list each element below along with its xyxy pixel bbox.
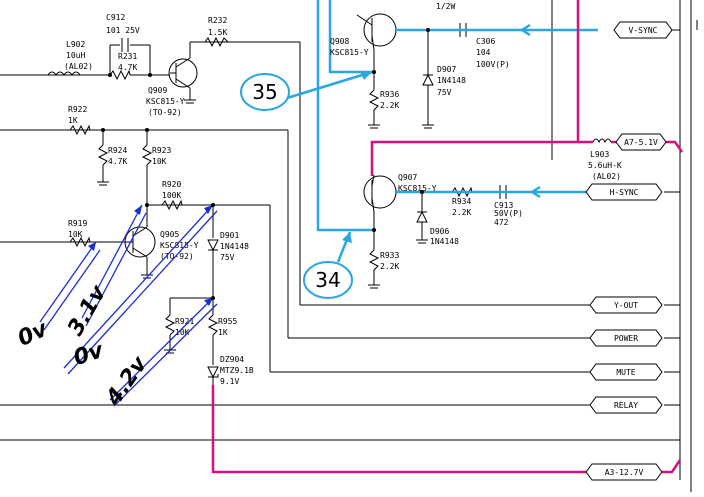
- label-r232: R232: [208, 16, 227, 25]
- annotation-4-2v: 4.2v: [101, 352, 153, 411]
- label-c912: C912: [106, 13, 125, 22]
- component-labels: C912 101 25V R232 1.5K L902 10uH (AL02) …: [64, 2, 622, 386]
- label-q905-type: KSC815-Y: [160, 241, 199, 250]
- svg-text:34: 34: [315, 268, 340, 292]
- label-r936-val: 2.2K: [380, 101, 399, 110]
- label-r920: R920: [162, 180, 181, 189]
- label-dz904: DZ904: [220, 355, 244, 364]
- label-r933: R933: [380, 251, 399, 260]
- label-r919-val: 10K: [68, 230, 83, 239]
- callout-35: 35: [240, 70, 373, 111]
- label-d907-rating: 75V: [437, 88, 452, 97]
- port-hsync: H-SYNC: [585, 183, 663, 201]
- label-c913: C913: [494, 201, 513, 210]
- svg-text:Y-OUT: Y-OUT: [614, 301, 638, 310]
- magenta-power-paths: [211, 0, 684, 474]
- label-d901-rating: 75V: [220, 253, 235, 262]
- label-l903-pkg: (AL02): [592, 172, 621, 181]
- junction-dots: [101, 28, 430, 300]
- label-r936: R936: [380, 90, 399, 99]
- label-d907-type: 1N4148: [437, 76, 466, 85]
- label-r934-val: 2.2K: [452, 208, 471, 217]
- svg-text:MUTE: MUTE: [616, 368, 635, 377]
- label-r920-val: 100K: [162, 191, 181, 200]
- label-c306-note: 1/2W: [436, 2, 455, 11]
- label-r921-val: 10K: [175, 328, 190, 337]
- label-q908: Q908: [330, 37, 349, 46]
- svg-text:V-SYNC: V-SYNC: [629, 26, 658, 35]
- port-vsync: V-SYNC: [613, 21, 673, 39]
- port-yout: Y-OUT: [589, 296, 663, 314]
- label-q905: Q905: [160, 230, 179, 239]
- label-r922-val: 1K: [68, 116, 78, 125]
- svg-text:A7-5.1V: A7-5.1V: [624, 138, 658, 147]
- label-d907: D907: [437, 65, 456, 74]
- label-r933-val: 2.2K: [380, 262, 399, 271]
- label-r924: R924: [108, 146, 127, 155]
- port-mute: MUTE: [589, 363, 663, 381]
- label-r921: R921: [175, 317, 194, 326]
- label-r232-val: 1.5K: [208, 28, 227, 37]
- voltage-annotations: 0v 3.1v 0v 4.2v: [14, 204, 218, 411]
- port-a3: A3-12.7V: [585, 463, 663, 481]
- label-r919: R919: [68, 219, 87, 228]
- svg-text:A3-12.7V: A3-12.7V: [605, 468, 644, 477]
- label-r934: R934: [452, 197, 471, 206]
- port-a7: A7-5.1V: [615, 133, 667, 151]
- label-r924-val: 4.7K: [108, 157, 127, 166]
- label-r955-val: 1K: [218, 328, 228, 337]
- callout-34: 34: [303, 231, 353, 299]
- label-dz904-type: MTZ9.1B: [220, 366, 254, 375]
- port-connectors: V-SYNC A7-5.1V H-SYNC Y-OUT POWER MUTE R…: [585, 21, 673, 481]
- label-c913-val: 472: [494, 218, 509, 227]
- port-relay: RELAY: [589, 396, 663, 414]
- label-r923-val: 10K: [152, 157, 167, 166]
- label-q909: Q909: [148, 86, 167, 95]
- label-l902-val: 10uH: [66, 51, 85, 60]
- port-power: POWER: [589, 329, 663, 347]
- label-r231: R231: [118, 52, 137, 61]
- label-q907: Q907: [398, 173, 417, 182]
- label-r955: R955: [218, 317, 237, 326]
- blue-signal-paths: [316, 0, 598, 232]
- svg-text:35: 35: [252, 80, 277, 104]
- label-c912-val: 101 25V: [106, 26, 140, 35]
- annotation-0v-left: 0v: [14, 316, 52, 351]
- annotation-0v-mid: 0v: [71, 338, 108, 371]
- label-c306-rating: 100V(P): [476, 60, 510, 69]
- label-c913-rating: 50V(P): [494, 209, 523, 218]
- label-l902-pkg: (AL02): [64, 62, 93, 71]
- label-r923: R923: [152, 146, 171, 155]
- svg-text:RELAY: RELAY: [614, 401, 638, 410]
- label-l902: L902: [66, 40, 85, 49]
- label-q909-pkg: (TO-92): [148, 108, 182, 117]
- label-d901: D901: [220, 231, 239, 240]
- label-d906-type: 1N4148: [430, 237, 459, 246]
- label-q909-type: KSC815-Y: [146, 97, 185, 106]
- label-c306-val: 104: [476, 48, 491, 57]
- label-r922: R922: [68, 105, 87, 114]
- label-c306: C306: [476, 37, 495, 46]
- label-dz904-rating: 9.1V: [220, 377, 239, 386]
- label-d906: D906: [430, 227, 449, 236]
- label-r231-val: 4.7K: [118, 63, 137, 72]
- label-l903-val: 5.6uH-K: [588, 161, 622, 170]
- label-q907-type: KSC815-Y: [398, 184, 437, 193]
- svg-text:POWER: POWER: [614, 334, 638, 343]
- label-q905-pkg: (TO-92): [160, 252, 194, 261]
- label-d901-type: 1N4148: [220, 242, 249, 251]
- label-q908-type: KSC815-Y: [330, 48, 369, 57]
- label-l903: L903: [590, 150, 609, 159]
- svg-text:H-SYNC: H-SYNC: [610, 188, 639, 197]
